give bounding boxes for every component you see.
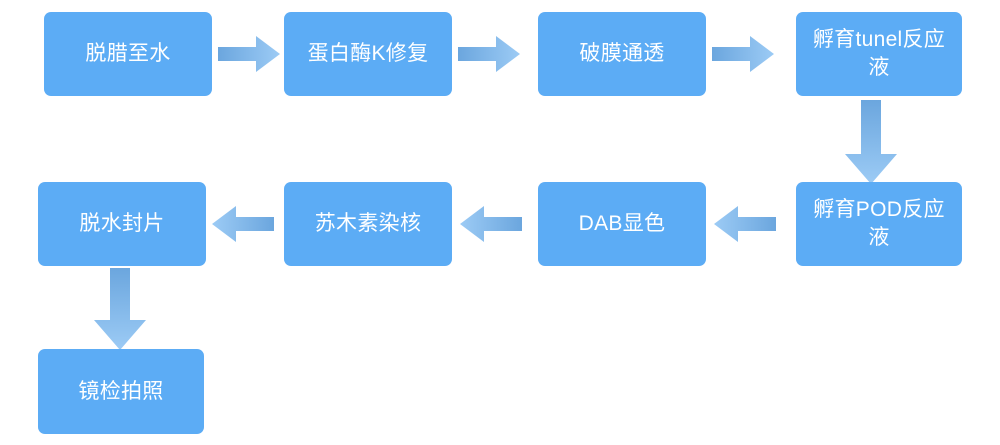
arrow-left-n6-n7 [460, 206, 522, 242]
node-label: 脱腊至水 [85, 42, 171, 66]
arrow-right-n2-n3 [458, 36, 520, 72]
node-microscopy-photography[interactable]: 镜检拍照 [38, 349, 204, 434]
node-label: 破膜通透 [579, 42, 665, 66]
node-incubate-tunel-reagent[interactable]: 孵育tunel反应液 [796, 12, 962, 96]
node-label: 孵育POD反应液 [813, 198, 945, 249]
arrow-left-n5-n6 [714, 206, 776, 242]
node-label: 苏木素染核 [314, 212, 422, 236]
node-label: 蛋白酶K修复 [307, 42, 429, 66]
node-dehydrate-mount[interactable]: 脱水封片 [38, 182, 206, 266]
node-label: DAB显色 [578, 212, 666, 236]
node-label: 孵育tunel反应液 [812, 28, 946, 79]
arrow-down-n4-n5 [845, 100, 897, 184]
arrow-right-n1-n2 [218, 36, 280, 72]
node-label: 脱水封片 [79, 212, 165, 236]
node-proteinase-k-repair[interactable]: 蛋白酶K修复 [284, 12, 452, 96]
arrow-right-n3-n4 [712, 36, 774, 72]
node-dewax-to-water[interactable]: 脱腊至水 [44, 12, 212, 96]
node-membrane-permeabilization[interactable]: 破膜通透 [538, 12, 706, 96]
node-label: 镜检拍照 [78, 379, 164, 403]
node-hematoxylin-nuclear-stain[interactable]: 苏木素染核 [284, 182, 452, 266]
arrow-down-n8-n9 [94, 268, 146, 350]
node-incubate-pod-reagent[interactable]: 孵育POD反应液 [796, 182, 962, 266]
arrow-left-n7-n8 [212, 206, 274, 242]
node-dab-chromogenic[interactable]: DAB显色 [538, 182, 706, 266]
